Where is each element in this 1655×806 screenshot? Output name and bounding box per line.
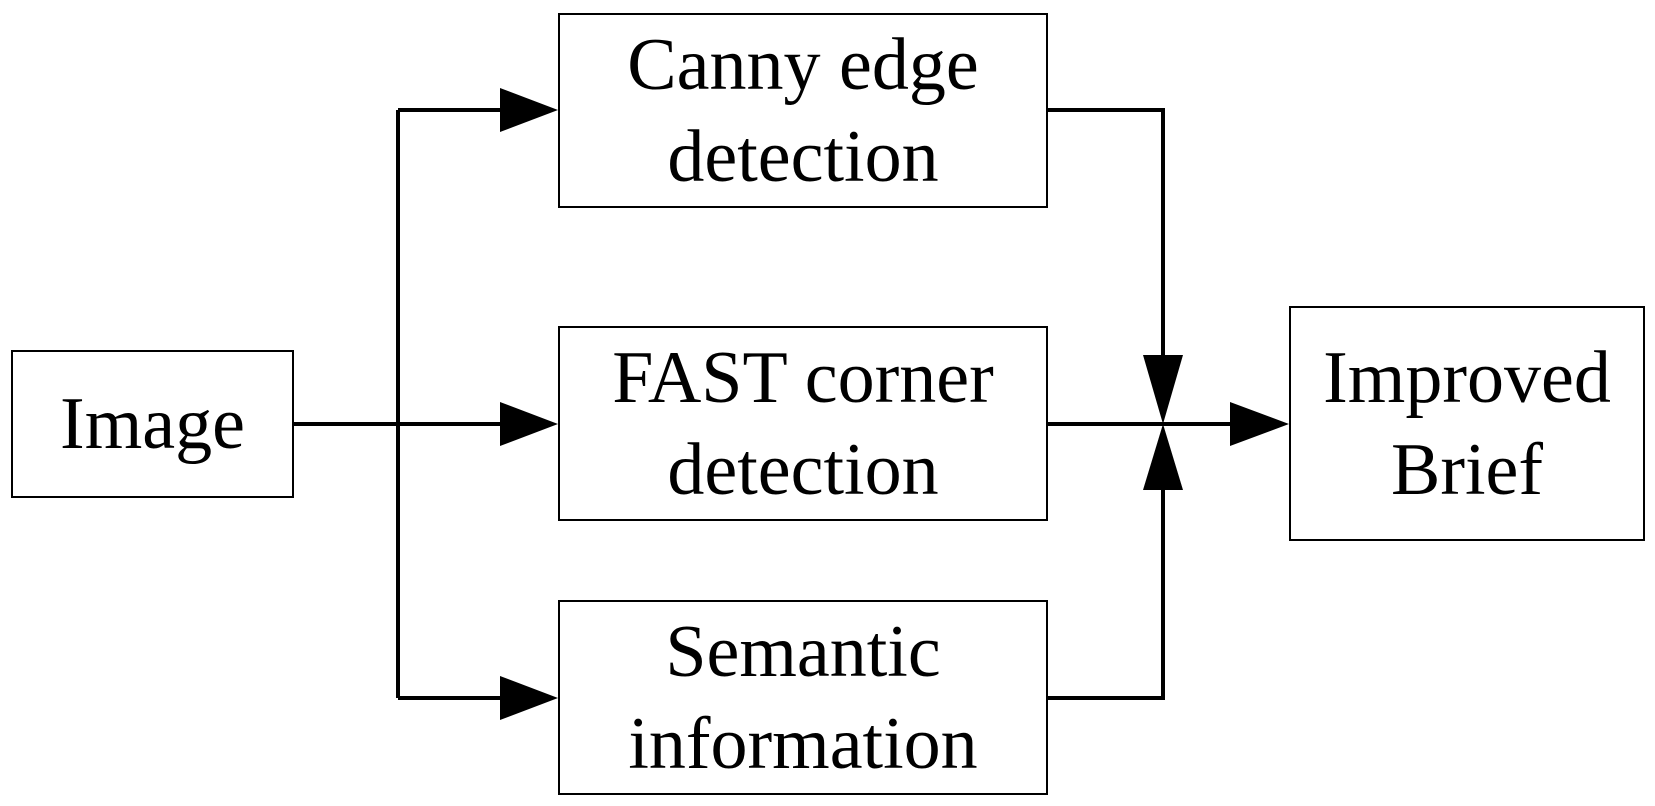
arrowhead-brief: [1230, 402, 1289, 446]
node-semantic-information: Semantic information: [558, 600, 1048, 795]
node-brief-line-1: Improved: [1323, 336, 1611, 419]
node-improved-brief: Improved Brief: [1289, 306, 1645, 541]
node-fast-line-1: FAST corner: [612, 336, 994, 419]
arrowhead-merge-down: [1143, 355, 1183, 424]
node-canny-line-1: Canny edge: [627, 23, 979, 106]
node-semantic-line-2: information: [628, 702, 978, 785]
arrowhead-canny: [500, 88, 558, 132]
node-canny-line-2: detection: [667, 115, 939, 198]
arrowhead-semantic: [500, 676, 558, 720]
node-fast-line-2: detection: [667, 428, 939, 511]
node-image-line-1: Image: [60, 383, 245, 465]
node-canny-edge-detection: Canny edge detection: [558, 13, 1048, 208]
node-image: Image: [11, 350, 294, 498]
node-semantic-line-1: Semantic: [665, 610, 941, 693]
arrowhead-merge-up: [1143, 424, 1183, 490]
arrowhead-fast: [500, 402, 558, 446]
node-fast-corner-detection: FAST corner detection: [558, 326, 1048, 521]
edge-semantic-to-merge: [1048, 490, 1165, 700]
edge-canny-to-merge: [1048, 108, 1165, 355]
node-brief-line-2: Brief: [1390, 428, 1544, 511]
